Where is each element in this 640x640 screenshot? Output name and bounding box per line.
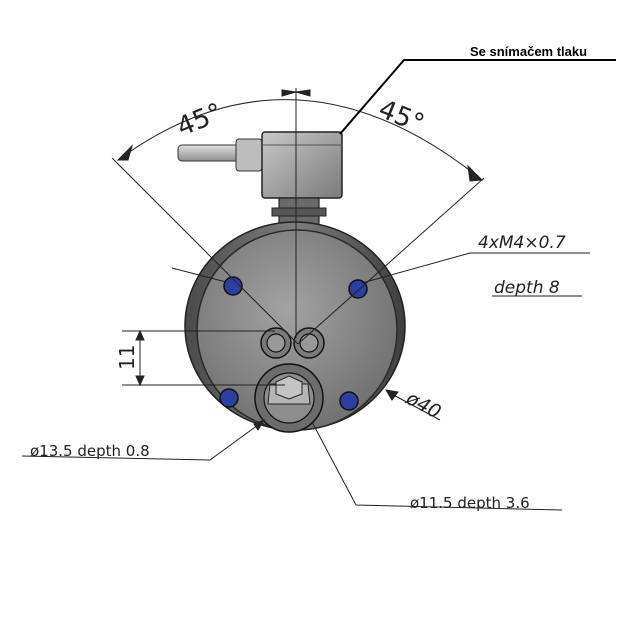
mounting-hole — [219, 388, 239, 408]
mounting-hole — [339, 391, 359, 411]
flange-body — [184, 221, 406, 433]
bore-label: ø11.5 depth 3.6 — [410, 494, 530, 512]
thread-label: 4xM4×0.7 — [478, 233, 566, 253]
sensor-collar — [235, 138, 263, 172]
sensor-callout-label: Se snímačem tlaku — [470, 44, 587, 59]
angle-left-label: 45° — [173, 98, 227, 143]
dimension-labels: 45° 45° Se snímačem tlaku 4xM4×0.7 depth… — [30, 44, 587, 512]
height-label: 11 — [115, 345, 139, 370]
thread-depth-label: depth 8 — [494, 278, 560, 298]
sensor-pin — [177, 144, 241, 162]
diameter-outer-label: ø40 — [402, 387, 445, 424]
recess-label: ø13.5 depth 0.8 — [30, 442, 150, 460]
sensor-connector-box — [261, 131, 343, 199]
angle-right-label: 45° — [374, 94, 428, 139]
mounting-hole — [348, 279, 368, 299]
mounting-hole — [223, 276, 243, 296]
pressure-sensor — [177, 131, 343, 239]
dimension-lines — [21, 59, 616, 511]
